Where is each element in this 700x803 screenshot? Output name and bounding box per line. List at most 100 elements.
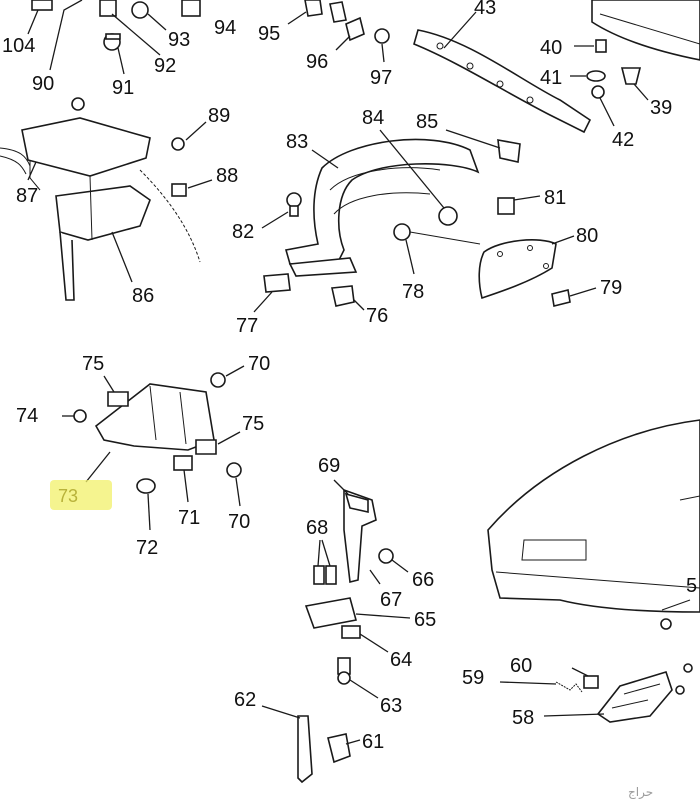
part-42-nut [591, 85, 605, 99]
callout-90: 90 [32, 73, 54, 95]
callout-83: 83 [286, 131, 308, 153]
callout-86: 86 [132, 285, 154, 307]
callout-69: 69 [318, 455, 340, 477]
part-88-clip [171, 183, 187, 197]
callout-5: 5 [686, 575, 697, 597]
body-fender [487, 419, 700, 613]
callout-84: 84 [362, 107, 384, 129]
part-95-clip [304, 0, 323, 17]
callout-59: 59 [462, 667, 484, 689]
part-91-washer [105, 33, 121, 40]
part-74-bolt [73, 409, 87, 423]
callout-42: 42 [612, 129, 634, 151]
part-40-pin [595, 39, 607, 53]
leader-104 [27, 9, 39, 35]
part-43-hole [526, 96, 534, 104]
part-65-latch [304, 597, 357, 629]
leader-70a [225, 365, 245, 377]
part-92-nut [99, 0, 117, 17]
part-79-screw [551, 289, 571, 307]
hood-latch-assembly [304, 479, 411, 699]
callout-72: 72 [136, 537, 158, 559]
splash-shield-assembly [499, 663, 693, 723]
callout-82: 82 [232, 221, 254, 243]
part-83-liner [284, 138, 480, 265]
harness-86-wire [139, 169, 201, 263]
watermark: حراج [628, 785, 653, 800]
part-78-bolt [393, 223, 411, 241]
leader-62 [261, 705, 301, 719]
part-94-clip [181, 0, 201, 17]
leader-58 [543, 713, 605, 717]
leader-59 [499, 681, 557, 685]
callout-75b: 75 [242, 413, 264, 435]
leader-92 [111, 13, 161, 56]
leader-82 [261, 211, 289, 229]
part-60-bolt [583, 675, 599, 689]
leader-80 [551, 235, 575, 245]
leader-95 [287, 11, 307, 25]
part-86-plate [55, 185, 151, 241]
car-body-front [487, 419, 700, 630]
part-61-clip [327, 733, 351, 764]
leader-64 [359, 633, 389, 653]
leader-83 [311, 149, 339, 169]
part-80-shield [478, 239, 557, 300]
callout-43: 43 [474, 0, 496, 19]
bolt-line [409, 231, 481, 245]
leader-69 [333, 479, 349, 495]
leader-88 [187, 179, 213, 189]
part-71-clip [173, 455, 193, 471]
callout-104: 104 [2, 35, 35, 57]
top-right-parts [570, 0, 700, 127]
part-72-plug [136, 478, 156, 494]
callout-88: 88 [216, 165, 238, 187]
part-86-strut [89, 175, 93, 241]
callout-66: 66 [412, 569, 434, 591]
leader-91 [117, 47, 125, 75]
part-86-bolt [71, 97, 85, 111]
leader-78 [405, 239, 415, 275]
part-75-clip-lower [195, 439, 217, 455]
part-83-flange [288, 257, 358, 277]
top-left-hardware [27, 0, 201, 75]
leader-77 [253, 291, 273, 313]
part-80-hole [497, 251, 503, 257]
callout-58: 58 [512, 707, 534, 729]
leader-70b [235, 477, 241, 507]
leader-93 [147, 13, 167, 31]
part-70-bolt-lower [226, 462, 242, 478]
callout-92: 92 [154, 55, 176, 77]
callout-61: 61 [362, 731, 384, 753]
part-43-strip [413, 29, 592, 134]
leader-87 [27, 161, 37, 181]
liner-rib [329, 167, 441, 191]
part-77-clip [263, 273, 291, 293]
callout-40: 40 [540, 37, 562, 59]
leader-67 [369, 569, 381, 585]
part-68-pin [325, 565, 337, 585]
callout-87: 87 [16, 185, 38, 207]
harness-87b [0, 155, 27, 175]
callout-60: 60 [510, 655, 532, 677]
part-86-leg [59, 231, 75, 301]
part-97-screw [374, 28, 390, 44]
part-69-clip [344, 492, 369, 513]
callout-91: 91 [112, 77, 134, 99]
part-73-rib [179, 391, 187, 445]
leader-97 [381, 43, 385, 63]
part-43-hole [496, 80, 504, 88]
callout-78: 78 [402, 281, 424, 303]
leader-66 [391, 559, 409, 573]
leader-89 [185, 121, 207, 141]
bumper-line [495, 571, 700, 589]
part-5-fastener [660, 618, 672, 630]
part-89-nut [171, 137, 185, 151]
part-85-bracket [497, 139, 521, 163]
part-80-hole [527, 245, 533, 251]
leader-79 [569, 287, 597, 297]
leader-75a [103, 375, 115, 393]
harness-87 [0, 147, 31, 167]
highlight-73 [50, 480, 112, 510]
